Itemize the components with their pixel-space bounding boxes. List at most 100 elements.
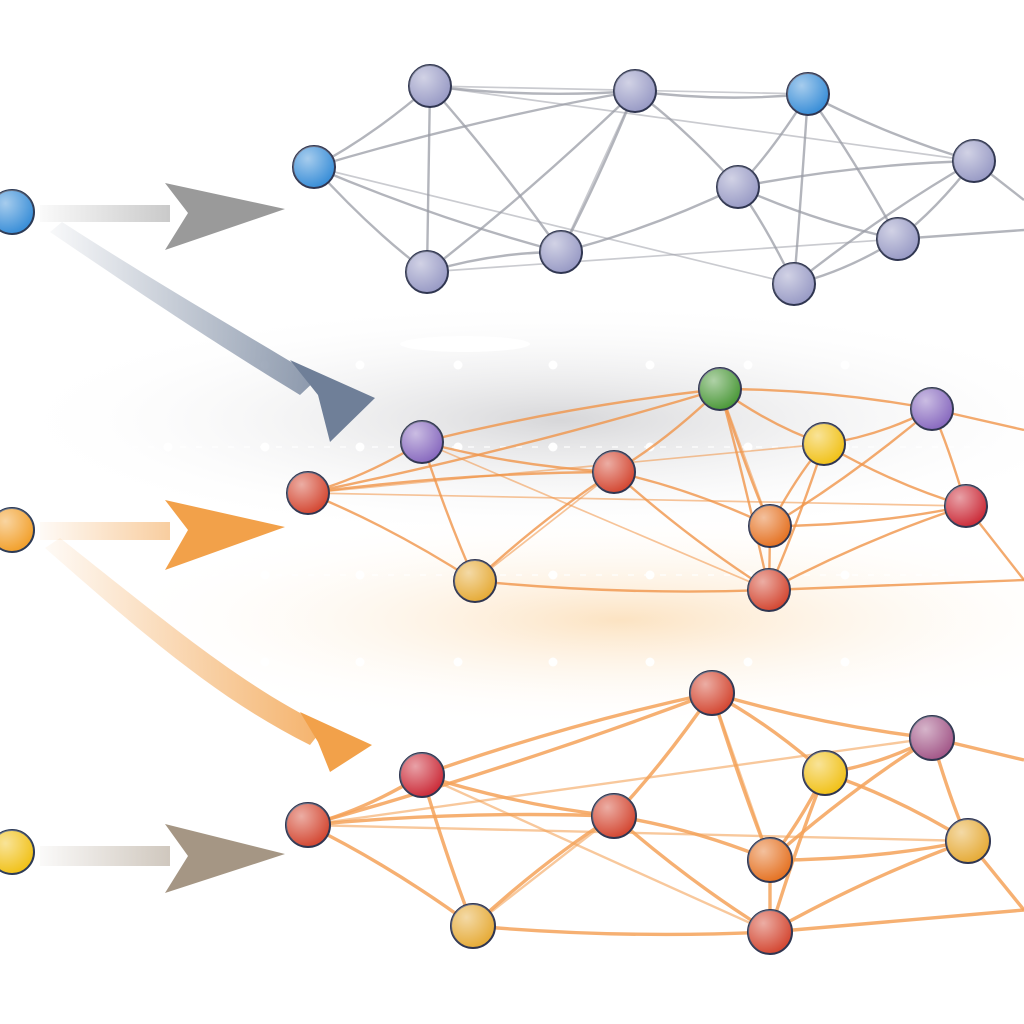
grid-dot — [260, 657, 270, 667]
node-shine — [286, 803, 330, 847]
grid-dot — [355, 360, 365, 370]
grid-dot — [453, 657, 463, 667]
grid-dot — [840, 657, 850, 667]
warm-network-nodes — [285, 670, 991, 955]
grid-dot — [645, 360, 655, 370]
node-shine — [749, 505, 791, 547]
node-shine — [454, 560, 496, 602]
grid-dot — [645, 657, 655, 667]
grid-dot — [453, 360, 463, 370]
arrow-head — [290, 360, 375, 442]
node-shine — [911, 388, 953, 430]
node-shine — [748, 838, 792, 882]
node-shine — [593, 451, 635, 493]
arrow-head — [165, 824, 285, 893]
arrow-head — [165, 183, 285, 250]
grid-dot — [355, 657, 365, 667]
network-edge — [474, 471, 615, 582]
node-shine — [540, 231, 582, 273]
network-edge — [312, 165, 429, 274]
node-shine — [293, 146, 335, 188]
grid-dot — [743, 360, 753, 370]
network-edge — [736, 159, 976, 189]
network-edge — [312, 165, 563, 254]
network-edge — [429, 85, 975, 162]
grid-dot — [163, 657, 173, 667]
network-edge — [307, 823, 969, 843]
node-shine — [0, 830, 34, 874]
glow-band-bottom — [100, 510, 1024, 730]
network-edge — [420, 773, 475, 928]
node-shine — [787, 73, 829, 115]
node-shine — [401, 421, 443, 463]
network-edge — [710, 691, 934, 740]
arrow-shaft — [40, 522, 170, 540]
network-edge — [718, 387, 771, 592]
grid-dot — [743, 657, 753, 667]
node-shine — [748, 910, 792, 954]
grey-network-nodes — [292, 64, 996, 306]
network-edge — [421, 441, 770, 591]
node-layer — [0, 64, 996, 955]
network-edge — [768, 736, 934, 862]
node-shine — [717, 166, 759, 208]
node-shine — [877, 218, 919, 260]
arrow-shaft — [50, 222, 318, 395]
network-edge — [306, 470, 616, 495]
network-edge — [420, 440, 616, 474]
arrow-blue-curved — [50, 222, 375, 442]
arrow-shaft — [45, 538, 325, 745]
network-edge — [769, 908, 1024, 934]
network-edge — [306, 823, 475, 928]
network-edge — [473, 579, 771, 593]
grid-dot — [548, 360, 558, 370]
arrow-shaft — [40, 205, 170, 222]
network-edge — [767, 504, 968, 592]
network-edge — [313, 166, 795, 285]
network-edge — [312, 89, 637, 169]
node-shine — [946, 819, 990, 863]
node-shine — [773, 263, 815, 305]
network-edge — [768, 407, 934, 528]
network-edge — [306, 812, 616, 827]
highlight-streak — [400, 336, 530, 352]
node-shine — [287, 472, 329, 514]
node-shine — [0, 190, 34, 234]
network-edge — [718, 387, 934, 411]
network-edge — [768, 839, 970, 934]
arrow-orange-curved — [45, 538, 372, 772]
node-shine — [614, 70, 656, 112]
node-shine — [699, 368, 741, 410]
node-shine — [592, 794, 636, 838]
node-shine — [451, 904, 495, 948]
node-shine — [400, 753, 444, 797]
network-edge — [306, 691, 714, 827]
orange-network-nodes — [286, 367, 988, 612]
network-edge — [768, 578, 1024, 592]
node-shine — [406, 251, 448, 293]
network-edge — [471, 924, 772, 937]
network-edge — [792, 159, 976, 286]
arrow-head — [300, 712, 372, 772]
network-edge — [560, 90, 636, 253]
arrow-shaft — [40, 846, 170, 866]
network-edge — [710, 692, 772, 861]
network-edge — [307, 443, 825, 494]
node-shine — [953, 140, 995, 182]
node-shine — [409, 65, 451, 107]
network-edge — [425, 84, 432, 274]
background-glow — [0, 300, 1024, 730]
network-edge — [425, 89, 637, 274]
grid-dot — [840, 360, 850, 370]
network-edge — [472, 815, 615, 927]
node-shine — [803, 423, 845, 465]
node-shine — [690, 671, 734, 715]
node-shine — [748, 569, 790, 611]
arrow-orange-straight — [40, 500, 285, 570]
arrow-layer — [40, 183, 375, 893]
network-edge — [792, 92, 810, 286]
network-edge — [420, 773, 616, 818]
network-edge — [719, 388, 771, 527]
